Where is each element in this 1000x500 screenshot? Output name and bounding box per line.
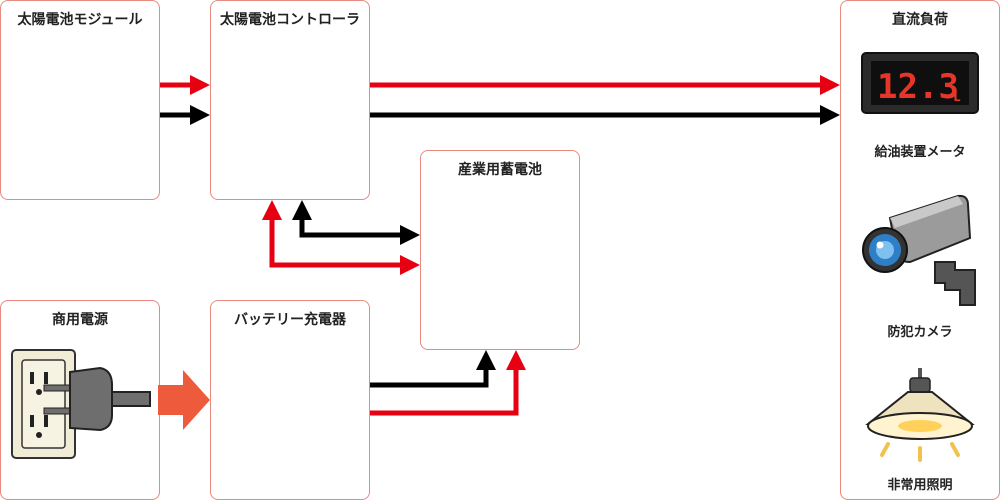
power-outlet-plug-icon bbox=[11, 349, 151, 459]
security-camera-icon bbox=[862, 194, 976, 306]
charger-to-battery-negative bbox=[370, 350, 496, 388]
solar-controller-box: 太陽電池コントローラ bbox=[210, 0, 370, 200]
grid-power-title: 商用電源 bbox=[52, 312, 108, 328]
battery-to-controller-negative bbox=[292, 200, 410, 238]
ceiling-lamp-icon bbox=[865, 368, 975, 462]
solar-module-box: 太陽電池モジュール bbox=[0, 0, 160, 200]
meter-label: 給油装置メータ bbox=[874, 145, 966, 160]
charger-to-battery-positive bbox=[370, 350, 526, 416]
solar-module-title: 太陽電池モジュール bbox=[17, 12, 143, 28]
light-label: 非常用照明 bbox=[887, 478, 953, 493]
camera-label: 防犯カメラ bbox=[887, 325, 953, 340]
grid-to-charger-arrow bbox=[158, 370, 210, 430]
battery-charger-box: バッテリー充電器 bbox=[210, 300, 370, 500]
meter-display-unit: L bbox=[953, 91, 960, 104]
storage-battery-box: 産業用蓄電池 bbox=[420, 150, 580, 350]
meter-display-value: 12.3 bbox=[877, 67, 959, 107]
solar-controller-title: 太陽電池コントローラ bbox=[220, 12, 360, 28]
digital-meter-icon: 12.3 L bbox=[861, 52, 979, 114]
dc-load-title: 直流負荷 bbox=[892, 12, 948, 28]
battery-charger-title: バッテリー充電器 bbox=[234, 312, 346, 328]
storage-battery-title: 産業用蓄電池 bbox=[458, 162, 542, 178]
